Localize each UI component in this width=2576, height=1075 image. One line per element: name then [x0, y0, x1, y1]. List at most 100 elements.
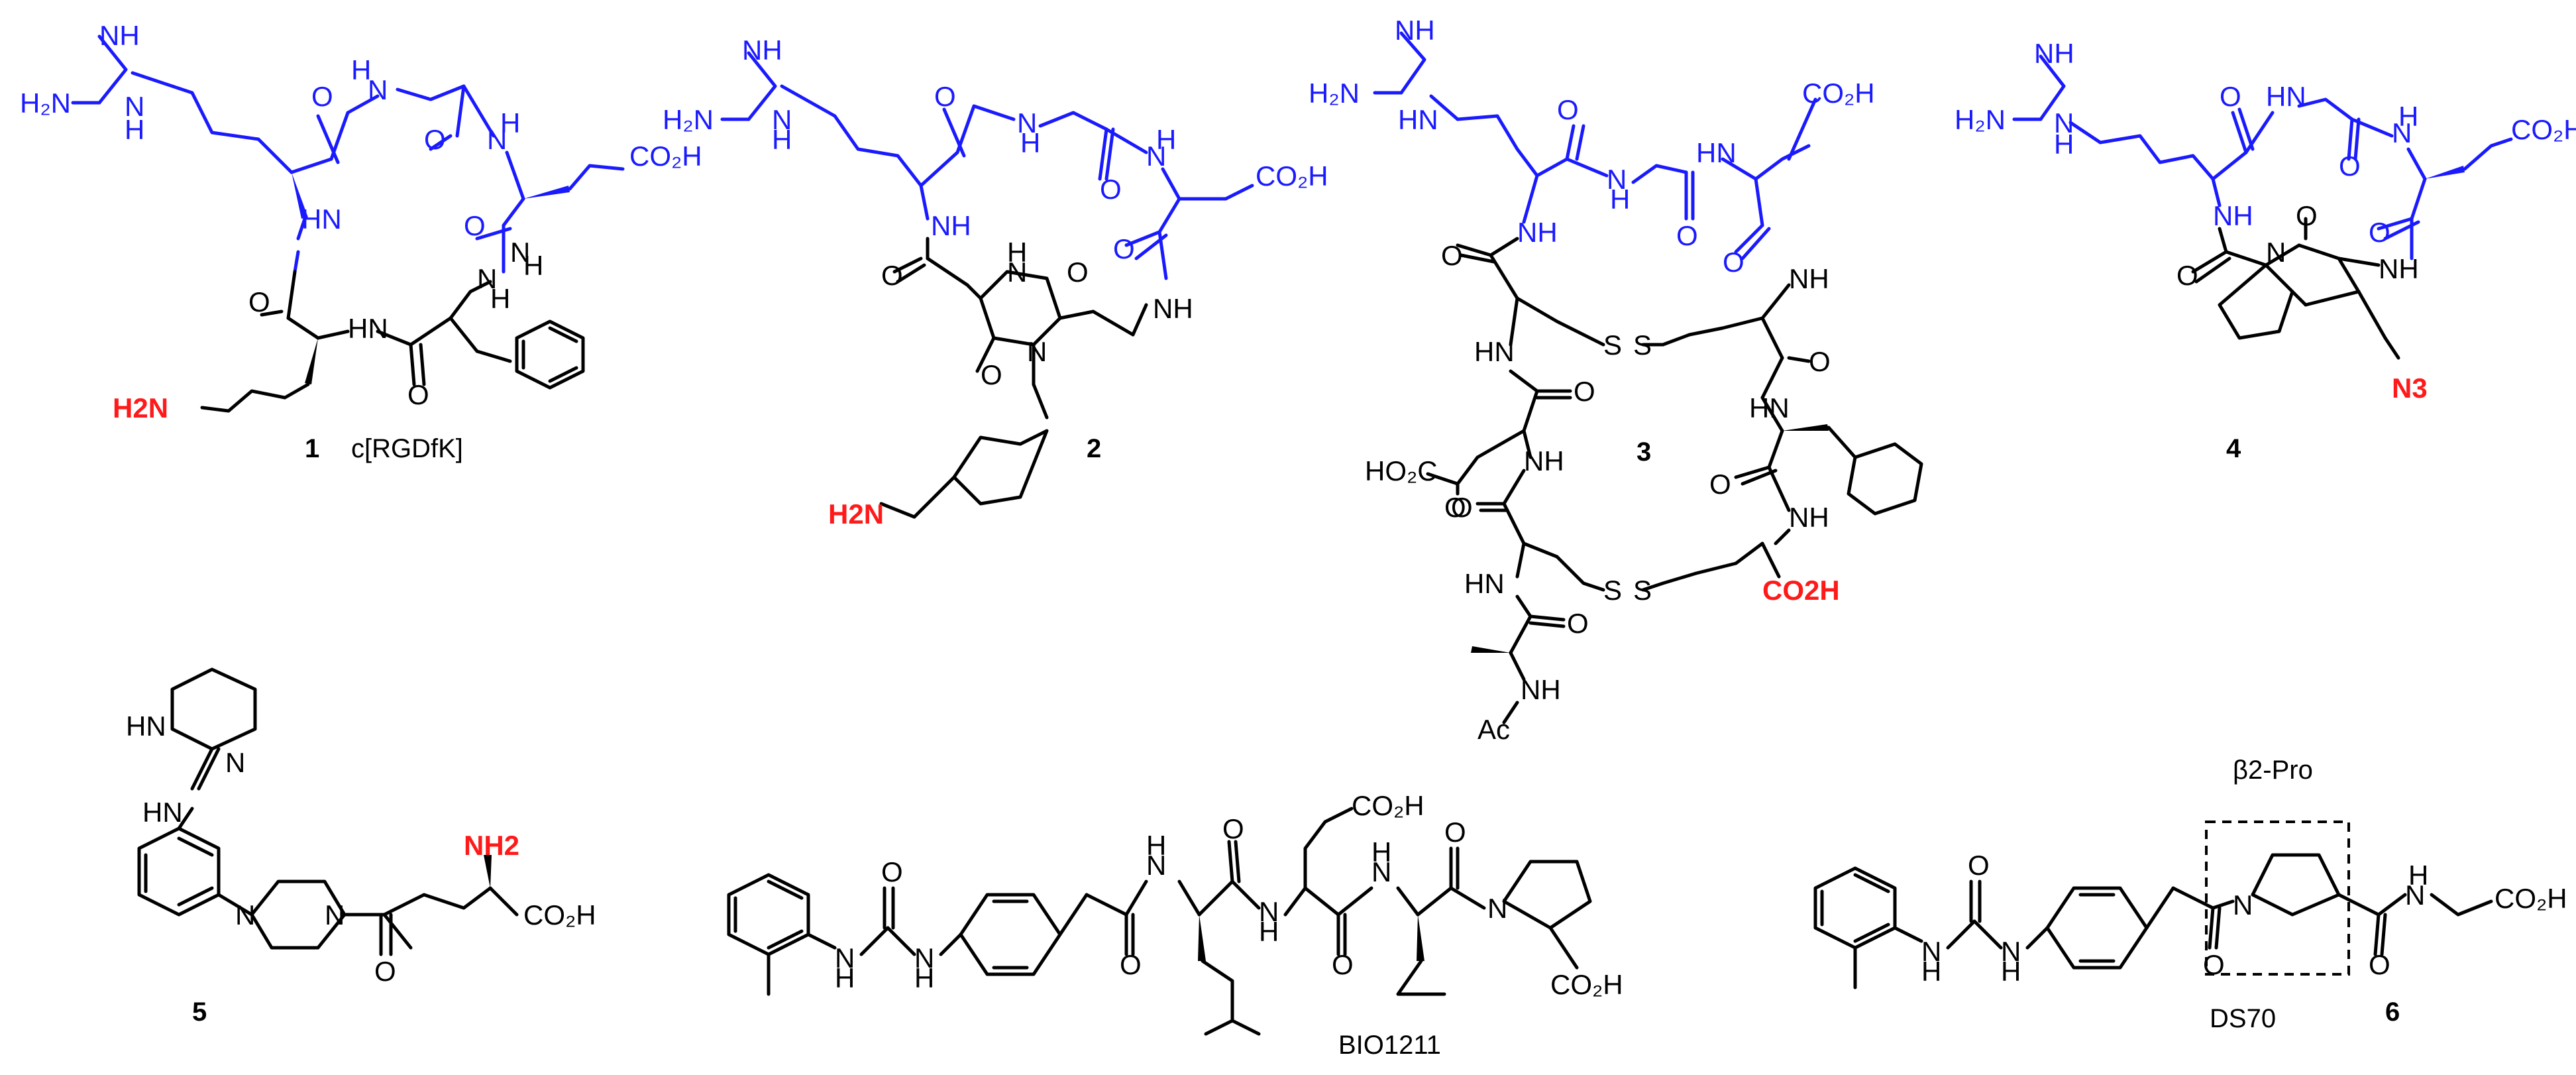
- svg-text:O: O: [1809, 346, 1831, 377]
- compound-1-name: c[RGDfK]: [351, 434, 463, 463]
- svg-text:N: N: [914, 942, 934, 974]
- compound-4-atom-labels: NH H₂N N H O HN O N H CO₂H O NH O N O NH: [1955, 38, 2576, 291]
- svg-text:O: O: [1120, 949, 1142, 980]
- svg-text:CO₂H: CO₂H: [1352, 790, 1424, 821]
- svg-text:NH: NH: [99, 20, 140, 51]
- svg-text:N: N: [1607, 164, 1627, 195]
- svg-text:O: O: [1451, 492, 1473, 523]
- svg-text:O: O: [1441, 240, 1463, 271]
- svg-text:O: O: [881, 856, 903, 887]
- svg-text:NH: NH: [1395, 15, 1435, 46]
- compound-4-handle-label: N3: [2392, 372, 2428, 404]
- svg-text:N: N: [125, 91, 144, 122]
- bio1211-name: BIO1211: [1338, 1031, 1441, 1060]
- svg-text:N: N: [2405, 879, 2425, 911]
- svg-text:O: O: [1444, 492, 1466, 523]
- compound-3-handle-label: CO2H: [1762, 575, 1840, 606]
- svg-text:HO₂C: HO₂C: [1365, 455, 1438, 486]
- svg-text:N: N: [1921, 936, 1941, 967]
- svg-text:N: N: [1371, 856, 1391, 887]
- svg-text:H: H: [772, 124, 792, 155]
- svg-text:O: O: [981, 359, 1002, 390]
- svg-text:O: O: [2369, 949, 2390, 980]
- svg-text:NH: NH: [2379, 253, 2419, 284]
- svg-text:O: O: [1676, 220, 1698, 251]
- compound-2-handle-label: H2N: [828, 498, 884, 530]
- svg-text:O: O: [311, 81, 333, 112]
- svg-text:CO₂H: CO₂H: [1256, 160, 1328, 192]
- svg-text:H: H: [1259, 916, 1279, 947]
- svg-text:N: N: [2266, 237, 2286, 268]
- svg-text:N: N: [1146, 141, 1166, 172]
- svg-text:H: H: [1020, 127, 1040, 158]
- svg-text:N: N: [2392, 117, 2412, 148]
- svg-text:H: H: [2398, 101, 2418, 132]
- svg-text:S: S: [1603, 329, 1622, 361]
- svg-text:H: H: [835, 962, 855, 993]
- svg-text:H₂N: H₂N: [20, 87, 71, 119]
- svg-text:NH: NH: [1153, 293, 1193, 324]
- svg-text:CO₂H: CO₂H: [2495, 883, 2567, 914]
- svg-text:HN: HN: [301, 203, 342, 235]
- svg-text:N: N: [325, 899, 345, 931]
- svg-text:HN: HN: [348, 313, 388, 344]
- compound-6-number: 6: [2385, 997, 2400, 1027]
- compound-1-handle-label: H2N: [113, 392, 168, 424]
- compound-5-atom-labels: HN N HN N N O CO₂H: [126, 710, 596, 987]
- svg-text:N: N: [1007, 256, 1027, 288]
- svg-text:O: O: [1444, 817, 1466, 848]
- svg-text:O: O: [1113, 233, 1135, 264]
- svg-text:O: O: [2176, 260, 2198, 291]
- svg-text:NH: NH: [1517, 217, 1558, 248]
- compound-2-structure: [720, 51, 1254, 519]
- svg-text:NH: NH: [1524, 445, 1564, 477]
- svg-text:H: H: [914, 962, 934, 993]
- svg-text:HN: HN: [1696, 137, 1737, 168]
- svg-text:O: O: [1557, 94, 1579, 125]
- svg-text:CO₂H: CO₂H: [629, 141, 702, 172]
- svg-text:HN: HN: [142, 797, 183, 828]
- svg-text:HN: HN: [1474, 336, 1515, 367]
- svg-text:O: O: [1332, 949, 1354, 980]
- svg-text:Ac: Ac: [1477, 714, 1510, 745]
- svg-text:O: O: [1723, 247, 1744, 278]
- svg-text:N: N: [1146, 850, 1166, 881]
- svg-text:N: N: [1027, 336, 1047, 367]
- svg-text:H₂N: H₂N: [663, 104, 714, 135]
- svg-text:HN: HN: [126, 710, 166, 742]
- svg-text:H: H: [125, 114, 144, 145]
- svg-text:N: N: [225, 747, 245, 778]
- compound-4-structure: [2012, 54, 2513, 360]
- svg-text:O: O: [1709, 469, 1731, 500]
- compound-3-structure: [1373, 31, 1923, 724]
- svg-text:H: H: [490, 283, 510, 314]
- svg-text:H: H: [2408, 860, 2428, 891]
- svg-text:O: O: [424, 124, 446, 155]
- compound-1-atom-labels: NH H₂N N H HN O N H O N H CO₂H O O HN O …: [20, 20, 702, 410]
- compound-3-atom-labels: NH H₂N HN O N H O HN CO₂H O NH O NH HN S…: [1309, 15, 1875, 745]
- svg-text:N: N: [477, 263, 497, 294]
- svg-text:O: O: [1567, 608, 1589, 639]
- svg-text:O: O: [2220, 81, 2241, 112]
- svg-text:O: O: [464, 210, 486, 241]
- svg-text:H: H: [1610, 184, 1630, 215]
- svg-text:H: H: [1146, 830, 1166, 861]
- svg-text:O: O: [407, 379, 429, 410]
- svg-text:N: N: [2054, 107, 2074, 139]
- svg-text:CO₂H: CO₂H: [1802, 78, 1875, 109]
- svg-text:S: S: [1633, 329, 1652, 361]
- svg-text:N: N: [510, 237, 530, 268]
- svg-text:H: H: [1007, 237, 1027, 268]
- svg-text:H: H: [2001, 956, 2021, 987]
- svg-text:CO₂H: CO₂H: [1550, 969, 1623, 1000]
- svg-text:HN: HN: [1464, 568, 1505, 599]
- svg-text:H: H: [500, 107, 520, 139]
- svg-text:O: O: [934, 81, 956, 112]
- svg-text:O: O: [374, 956, 396, 987]
- svg-text:CO₂H: CO₂H: [523, 899, 596, 931]
- compound-2-atom-labels: NH H₂N N H NH O N H O N H CO₂H O O H N O…: [663, 34, 1328, 390]
- compound-6-structure: [1813, 820, 2493, 990]
- svg-text:O: O: [2369, 217, 2390, 248]
- svg-text:N: N: [1259, 896, 1279, 927]
